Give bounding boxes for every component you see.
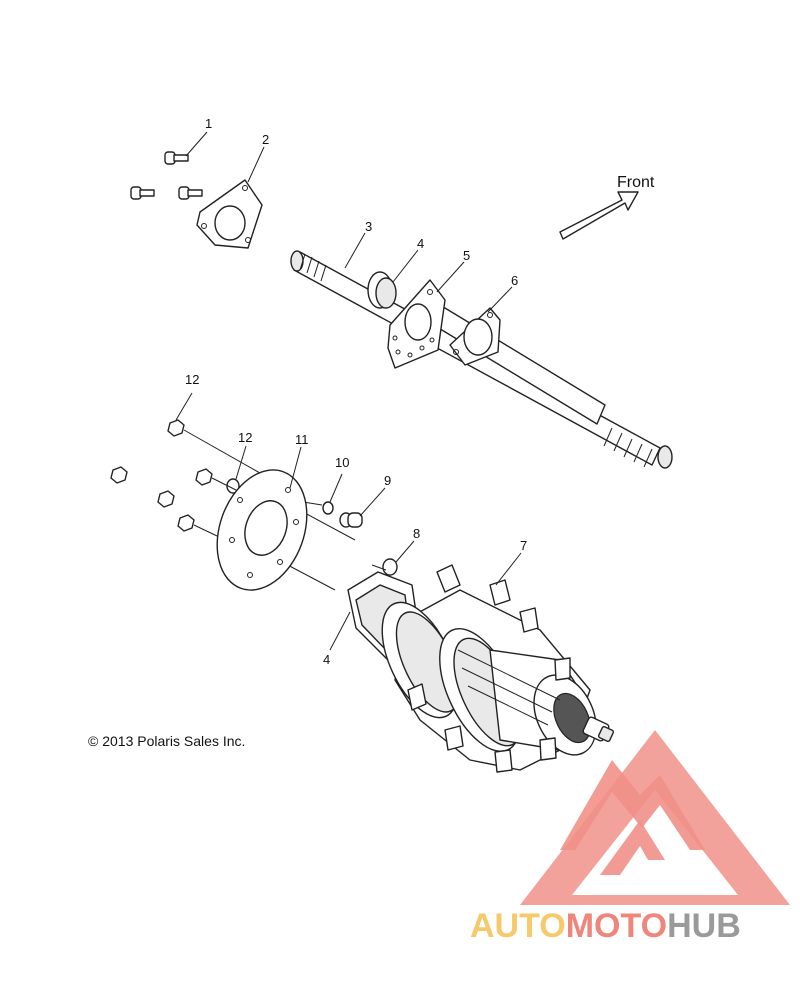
callout-4-upper: 4 <box>417 236 424 251</box>
bolt-1 <box>164 151 189 165</box>
callout-1: 1 <box>205 116 212 131</box>
watermark-wordmark: AUTOMOTOHUB <box>470 907 741 945</box>
callout-12-lower: 12 <box>238 430 252 445</box>
callout-10: 10 <box>335 455 349 470</box>
drive-sprocket-assembly <box>347 564 615 773</box>
bolts <box>130 151 203 200</box>
leader-lines <box>175 131 522 651</box>
callout-12-upper: 12 <box>185 372 199 387</box>
pin <box>339 512 363 528</box>
front-label: Front <box>617 174 655 191</box>
callout-3: 3 <box>365 219 372 234</box>
callout-8: 8 <box>413 526 420 541</box>
small-bolt <box>371 558 398 576</box>
bolt-2 <box>130 186 155 200</box>
callout-6: 6 <box>511 273 518 288</box>
copyright-text: © 2013 Polaris Sales Inc. <box>88 733 245 749</box>
drive-shaft <box>290 250 673 469</box>
callout-2: 2 <box>262 132 269 147</box>
logo-m-shape <box>560 760 705 850</box>
callout-4-lower: 4 <box>323 652 330 667</box>
bearing <box>367 271 397 309</box>
watermark-logo <box>520 730 790 905</box>
callout-5: 5 <box>463 248 470 263</box>
wordmark-moto: MOTO <box>566 907 667 945</box>
callout-7: 7 <box>520 538 527 553</box>
logo-g-shape <box>600 820 665 875</box>
front-arrow: Front <box>559 174 655 240</box>
bolt-3 <box>178 186 203 200</box>
callout-11: 11 <box>295 432 309 447</box>
shaft-gasket <box>449 307 501 366</box>
gasket-plate <box>196 179 263 249</box>
wordmark-hub: HUB <box>667 907 741 945</box>
wordmark-auto: AUTO <box>470 907 566 945</box>
callout-labels: 1 2 3 4 5 6 7 8 4 9 10 11 12 12 <box>185 116 527 667</box>
bearing-flange <box>387 279 446 369</box>
flange-plate <box>216 469 308 591</box>
callout-9: 9 <box>384 473 391 488</box>
